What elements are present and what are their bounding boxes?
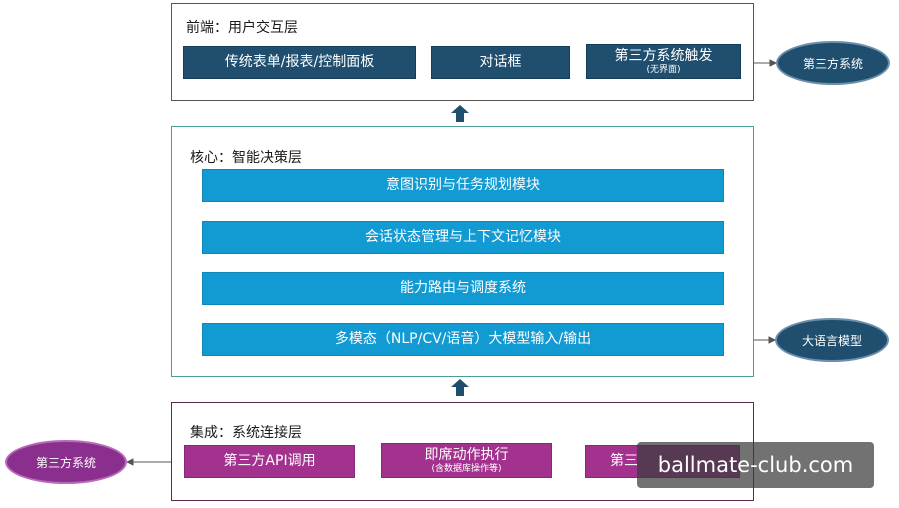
layer-title: 集成：系统连接层	[190, 425, 302, 441]
box-sublabel: (无界面)	[646, 64, 681, 75]
module-label: 意图识别与任务规划模块	[386, 177, 540, 194]
arrow-up-icon	[451, 105, 469, 122]
layer-title: 前端：用户交互层	[186, 20, 298, 36]
box-label: 第三	[610, 453, 638, 470]
session-memory-module[interactable]: 会话状态管理与上下文记忆模块	[202, 221, 724, 254]
third-party-api-box[interactable]: 第三方API调用	[184, 445, 355, 478]
third-party-system-ellipse[interactable]: 第三方系统	[5, 440, 127, 484]
intent-planning-module[interactable]: 意图识别与任务规划模块	[202, 169, 724, 202]
layer-title: 核心：智能决策层	[190, 150, 302, 166]
llm-ellipse[interactable]: 大语言模型	[775, 318, 889, 362]
module-label: 能力路由与调度系统	[400, 280, 526, 297]
ellipse-label: 第三方系统	[35, 455, 96, 470]
ellipse-label: 第三方系统	[802, 56, 863, 71]
box-label: 第三方API调用	[223, 453, 316, 470]
third-party-system-ellipse[interactable]: 第三方系统	[776, 41, 890, 85]
third-party-trigger-box[interactable]: 第三方系统触发 (无界面)	[586, 44, 741, 79]
box-label: 传统表单/报表/控制面板	[224, 54, 375, 71]
dialog-box[interactable]: 对话框	[431, 46, 570, 79]
watermark: ballmate-club.com	[637, 442, 874, 488]
multimodal-llm-module[interactable]: 多模态（NLP/CV/语音）大模型输入/输出	[202, 323, 724, 356]
adhoc-action-box[interactable]: 即席动作执行 (含数据库操作等)	[381, 443, 552, 478]
module-label: 多模态（NLP/CV/语音）大模型输入/输出	[334, 331, 592, 348]
capability-routing-module[interactable]: 能力路由与调度系统	[202, 272, 724, 305]
ellipse-label: 大语言模型	[801, 333, 862, 348]
arrow-up-icon	[451, 379, 469, 396]
box-label: 对话框	[479, 54, 522, 71]
box-sublabel: (含数据库操作等)	[431, 463, 502, 474]
module-label: 会话状态管理与上下文记忆模块	[365, 229, 561, 246]
traditional-forms-box[interactable]: 传统表单/报表/控制面板	[183, 46, 416, 79]
box-label: 第三方系统触发	[614, 47, 713, 64]
box-label: 即席动作执行	[424, 446, 509, 463]
